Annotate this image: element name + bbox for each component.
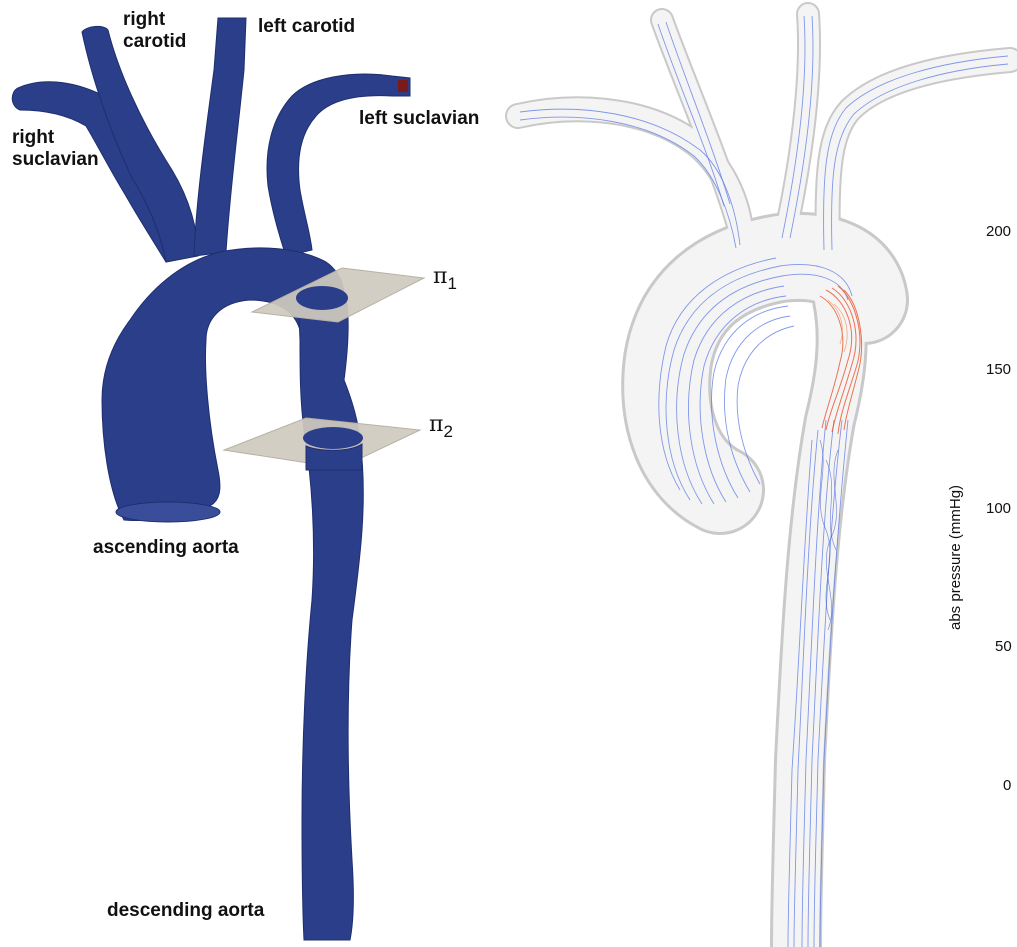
left-carotid-branch [194,18,246,256]
label-right-carotid-line1: right [123,9,186,31]
pressure-tick-0: 0 [1003,777,1011,794]
label-right-subclavian-line2: suclavian [12,149,99,171]
pressure-tick-150: 150 [986,361,1011,378]
plane-1-index: 1 [447,274,456,293]
label-right-carotid-line2: carotid [123,31,186,53]
ascending-aorta-outlet [116,502,220,522]
label-right-subclavian-line1: right [12,127,99,149]
plane-1-symbol: π [433,264,447,289]
pressure-tick-200: 200 [986,223,1011,240]
label-left-subclavian: left suclavian [359,108,479,130]
plane-label-pi-1: π1 [433,264,457,294]
label-right-carotid: right carotid [123,9,186,53]
descending-aorta [298,286,363,940]
pressure-tick-50: 50 [995,638,1012,655]
label-left-carotid: left carotid [258,16,355,38]
pressure-tick-100: 100 [986,500,1011,517]
plane-label-pi-2: π2 [429,412,453,442]
plane-2-symbol: π [429,412,443,437]
label-ascending-aorta: ascending aorta [93,537,239,559]
label-right-subclavian: right suclavian [12,127,99,171]
left-subclavian-branch [267,74,410,256]
plane-2-index: 2 [443,422,452,441]
label-descending-aorta: descending aorta [107,900,264,922]
pressure-axis-label: abs pressure (mmHg) [947,485,964,630]
streamline-aorta-model [518,14,1010,947]
left-subclavian-outlet-marker [398,80,408,92]
